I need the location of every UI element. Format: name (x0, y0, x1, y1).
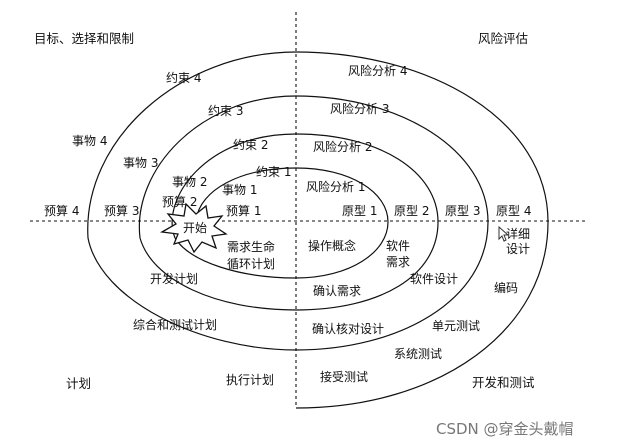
budget-2: 预算 2 (162, 194, 197, 209)
system-test: 系统测试 (394, 346, 442, 361)
coding: 编码 (494, 280, 518, 295)
lifecycle-plan-line2: 循环计划 (227, 257, 275, 271)
software-req-line1: 软件 (386, 239, 410, 253)
spiral-loop-3 (87, 95, 489, 351)
dev-plan: 开发计划 (150, 271, 198, 286)
software-design: 软件设计 (410, 272, 458, 286)
prototype-1: 原型 1 (342, 204, 377, 218)
quadrant-plan: 计划 (66, 376, 91, 391)
risk-analysis-2: 风险分析 2 (313, 139, 372, 154)
constraint-4: 约束 4 (166, 70, 201, 85)
prototype-4: 原型 4 (496, 204, 531, 218)
prototype-2: 原型 2 (394, 204, 429, 218)
quadrant-dev-test: 开发和测试 (472, 375, 535, 390)
spiral-loop-1 (174, 167, 389, 279)
integration-test-plan: 综合和测试计划 (133, 317, 217, 332)
unit-test: 单元测试 (432, 318, 480, 333)
software-req-line2: 需求 (386, 255, 410, 269)
start-burst-icon (159, 202, 228, 254)
start-label: 开始 (183, 221, 207, 235)
budget-4: 预算 4 (44, 203, 79, 218)
confirm-design: 确认核对设计 (312, 322, 384, 336)
lifecycle-plan-line1: 需求生命 (227, 239, 275, 254)
detail-design-line2: 设计 (506, 242, 530, 256)
spiral-loop-2 (139, 133, 439, 311)
acceptance-test: 接受测试 (320, 369, 368, 384)
operation-concept: 操作概念 (308, 238, 356, 253)
risk-analysis-1: 风险分析 1 (306, 179, 365, 194)
matter-1: 事物 1 (222, 183, 257, 197)
risk-analysis-3: 风险分析 3 (330, 101, 389, 116)
matter-4: 事物 4 (72, 134, 107, 148)
prototype-3: 原型 3 (445, 204, 480, 218)
spiral-loop-4 (87, 51, 549, 409)
constraint-3: 约束 3 (208, 103, 243, 118)
matter-2: 事物 2 (172, 175, 207, 189)
budget-1: 预算 1 (226, 203, 261, 218)
budget-3: 预算 3 (104, 203, 139, 218)
risk-analysis-4: 风险分析 4 (348, 63, 407, 78)
quadrant-objectives: 目标、选择和限制 (34, 31, 134, 46)
constraint-2: 约束 2 (233, 137, 268, 152)
watermark: CSDN @穿金头戴帽 (436, 420, 574, 438)
quadrant-risk-assessment: 风险评估 (478, 31, 528, 46)
matter-3: 事物 3 (123, 156, 158, 170)
mouse-cursor-icon (498, 225, 510, 242)
confirm-requirements: 确认需求 (313, 284, 361, 298)
detail-design-line1: 详细 (506, 226, 530, 241)
constraint-1: 约束 1 (256, 164, 291, 179)
execute-plan: 执行计划 (226, 373, 274, 387)
